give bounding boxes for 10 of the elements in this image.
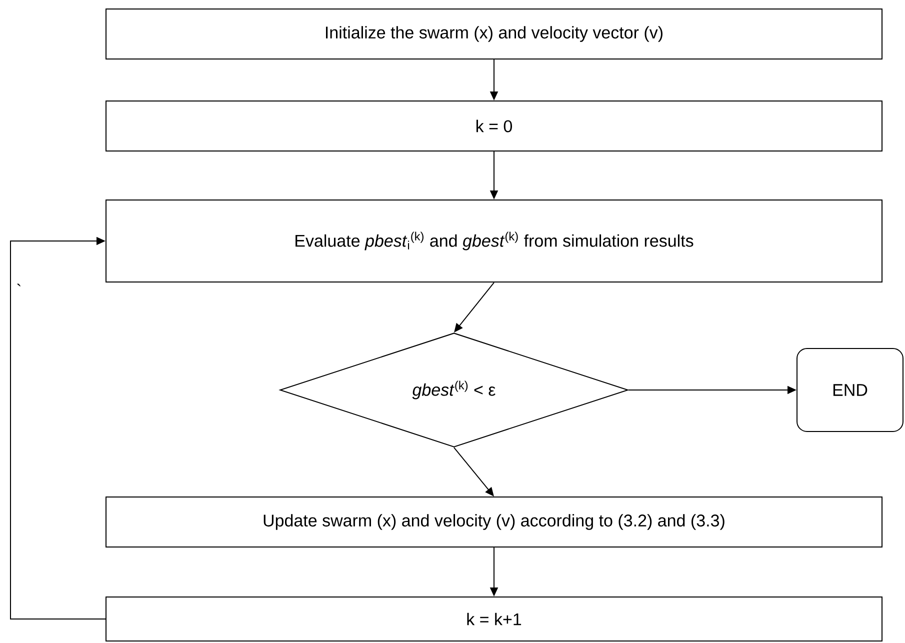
terminal-box: END bbox=[796, 348, 904, 432]
arrow bbox=[454, 282, 494, 332]
mark-text: ` bbox=[17, 284, 21, 286]
process-box: Evaluate pbest$_{i}$$^{(k)}$ and gbest$^{(k)}$ from simulation results bbox=[106, 200, 882, 282]
arrow bbox=[454, 447, 494, 496]
arrow bbox=[10, 236, 106, 620]
process-box: k = k+1 bbox=[106, 596, 882, 642]
process-box: Initialize the swarm (x) and velocity vector (v) bbox=[106, 8, 882, 60]
process-box: k = 0 bbox=[106, 100, 882, 152]
process-box: Update swarm (x) and velocity (v) according to (3.2) and (3.3) bbox=[106, 496, 882, 548]
